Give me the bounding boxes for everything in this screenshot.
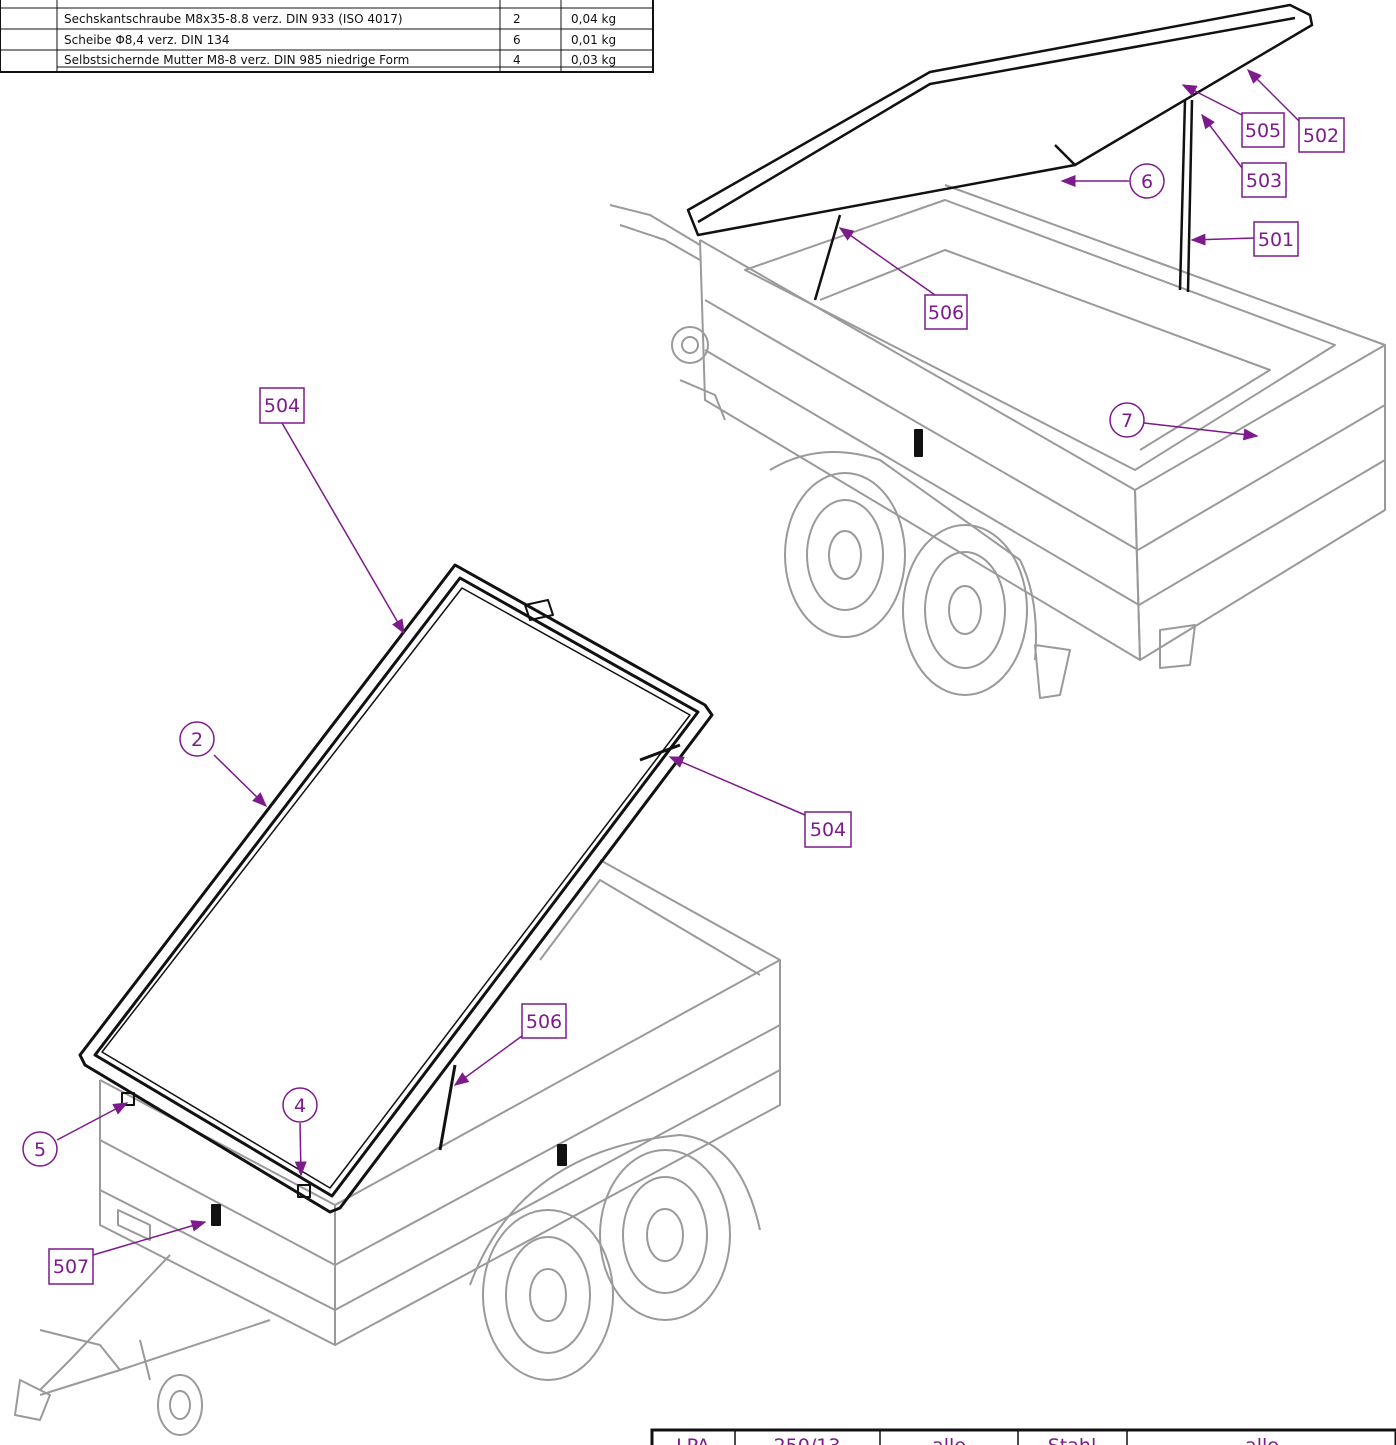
callout-504-right-label: 504 <box>810 819 846 841</box>
callout-506-bottom: 506 <box>521 1003 567 1039</box>
callout-504-top-label: 504 <box>264 395 300 417</box>
callout-502-label: 502 <box>1303 125 1339 147</box>
callout-4-label: 4 <box>294 1095 306 1117</box>
box-body-bottom <box>99 859 781 1346</box>
parts-table: Sechskantschraube M8x35-8.8 verz. DIN 93… <box>0 0 654 73</box>
callout-506-bottom-label: 506 <box>526 1011 562 1033</box>
lid-bottom <box>78 563 714 1214</box>
callout-7: 7 <box>1109 402 1145 438</box>
title-block-cell-4: Stahl <box>1048 1435 1096 1445</box>
callout-507: 507 <box>48 1248 94 1285</box>
callout-505: 505 <box>1241 112 1285 148</box>
callout-5-label: 5 <box>34 1139 46 1161</box>
callout-504-top: 504 <box>259 387 305 424</box>
bom-row-3-description: Selbstsichernde Mutter M8-8 verz. DIN 98… <box>64 53 409 67</box>
callout-505-label: 505 <box>1245 120 1281 142</box>
trailer-view-bottom <box>14 429 923 1436</box>
callouts: 505 502 503 6 501 506 7 504 <box>22 112 1345 1285</box>
lid-hardware-bottom <box>121 429 923 1226</box>
bom-row-2-qty: 6 <box>513 33 521 47</box>
callout-502: 502 <box>1298 117 1345 153</box>
wheels-bottom <box>469 1134 761 1381</box>
trailer-view-top <box>609 3 1386 699</box>
bom-row-1-qty: 2 <box>513 12 521 26</box>
callout-4: 4 <box>282 1087 318 1123</box>
callout-501: 501 <box>1253 221 1299 257</box>
bom-row-1-weight: 0,04 kg <box>571 12 616 26</box>
callout-506-top-label: 506 <box>928 302 964 324</box>
callout-501-label: 501 <box>1258 229 1294 251</box>
callout-5: 5 <box>22 1131 58 1167</box>
callout-6-label: 6 <box>1141 171 1153 193</box>
callout-2-label: 2 <box>191 729 203 751</box>
lid-top <box>686 3 1314 301</box>
bom-row-3-weight: 0,03 kg <box>571 53 616 67</box>
callout-7-label: 7 <box>1121 410 1133 432</box>
callout-506-top: 506 <box>924 294 968 330</box>
callout-503: 503 <box>1241 162 1287 198</box>
callout-2: 2 <box>179 721 215 757</box>
bom-row-2-weight: 0,01 kg <box>571 33 616 47</box>
callout-504-right: 504 <box>804 811 852 848</box>
title-block-cell-3: alle <box>932 1435 966 1445</box>
bom-row-3-qty: 4 <box>513 53 521 67</box>
wheels-top <box>769 451 1037 696</box>
callout-leaders <box>56 68 1301 1256</box>
bom-row-1-description: Sechskantschraube M8x35-8.8 verz. DIN 93… <box>64 12 403 26</box>
title-block-cell-1: LPA <box>676 1435 710 1445</box>
title-block: LPA 250/13 alle Stahl alle <box>650 1428 1396 1445</box>
callout-507-label: 507 <box>53 1256 89 1278</box>
drawbar-bottom <box>14 1254 271 1436</box>
title-block-cell-2: 250/13 <box>774 1435 841 1445</box>
callout-503-label: 503 <box>1246 170 1282 192</box>
box-body-top <box>699 184 1386 699</box>
bom-row-2-description: Scheibe Φ8,4 verz. DIN 134 <box>64 33 230 47</box>
drawbar-top <box>609 204 726 421</box>
title-block-cell-5: alle <box>1245 1435 1279 1445</box>
callout-6: 6 <box>1129 163 1165 199</box>
